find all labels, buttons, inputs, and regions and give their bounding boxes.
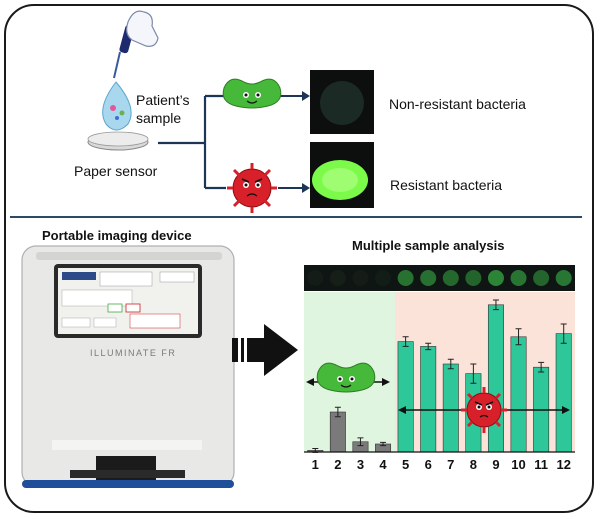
error-bar-5	[402, 336, 409, 347]
well-8	[465, 270, 482, 286]
patient-sample-label-2: sample	[136, 110, 182, 126]
x-tick-label: 11	[534, 457, 548, 472]
device-title: Portable imaging device	[42, 228, 192, 243]
imaging-device-image	[21, 245, 235, 488]
glove-icon	[126, 10, 159, 47]
error-bar-8	[470, 363, 477, 384]
bar-10	[510, 336, 527, 453]
bar-9	[487, 304, 504, 453]
x-tick-label: 2	[334, 457, 341, 472]
error-bar-10	[515, 328, 522, 346]
resistant-bacteria-icon	[461, 387, 507, 433]
x-tick-label: 7	[447, 457, 454, 472]
non-resistant-bacteria-icon	[316, 362, 376, 393]
analysis-title: Multiple sample analysis	[352, 238, 505, 253]
bar-7	[442, 363, 459, 453]
patient-sample-label-1: Patient’s	[136, 92, 190, 108]
error-bar-6	[425, 342, 432, 351]
x-tick-label: 5	[402, 457, 409, 472]
sample-droplet-icon	[102, 81, 132, 131]
well-11	[533, 270, 550, 286]
well-strip	[304, 265, 575, 291]
arrow-right-icon	[232, 324, 298, 376]
well-9	[487, 270, 504, 286]
bar-5	[397, 341, 414, 453]
x-tick-label: 9	[492, 457, 499, 472]
paper-sensor-label: Paper sensor	[74, 163, 158, 179]
well-7	[442, 270, 459, 286]
section-divider	[10, 216, 582, 218]
bar-2	[329, 411, 346, 453]
well-3	[352, 270, 369, 286]
non-resistant-bacteria-icon	[222, 78, 282, 109]
resistant-bacteria-icon	[227, 163, 277, 213]
error-bar-2	[334, 406, 341, 418]
well-4	[375, 270, 392, 286]
error-bar-12	[560, 323, 567, 344]
error-bar-3	[357, 437, 364, 447]
well-6	[420, 270, 437, 286]
resistant-label: Resistant bacteria	[390, 177, 503, 193]
x-tick-label: 4	[379, 457, 387, 472]
x-tick-label: 3	[357, 457, 364, 472]
well-10	[510, 270, 527, 286]
well-2	[329, 270, 346, 286]
x-tick-label: 10	[511, 457, 525, 472]
well-5	[397, 270, 414, 286]
error-bar-11	[538, 361, 545, 373]
non-resistant-label: Non-resistant bacteria	[389, 96, 526, 112]
x-tick-label: 8	[470, 457, 477, 472]
x-tick-label: 12	[556, 457, 570, 472]
well-12	[555, 270, 572, 286]
error-bar-4	[380, 441, 387, 447]
bar-12	[555, 333, 572, 453]
error-bar-9	[492, 299, 499, 311]
bar-6	[420, 346, 437, 453]
well-1	[307, 270, 324, 286]
device-brand-text: ILLUMINATE FR	[90, 348, 177, 358]
error-bar-7	[447, 358, 454, 370]
x-tick-label: 6	[425, 457, 432, 472]
x-tick-label: 1	[312, 457, 319, 472]
